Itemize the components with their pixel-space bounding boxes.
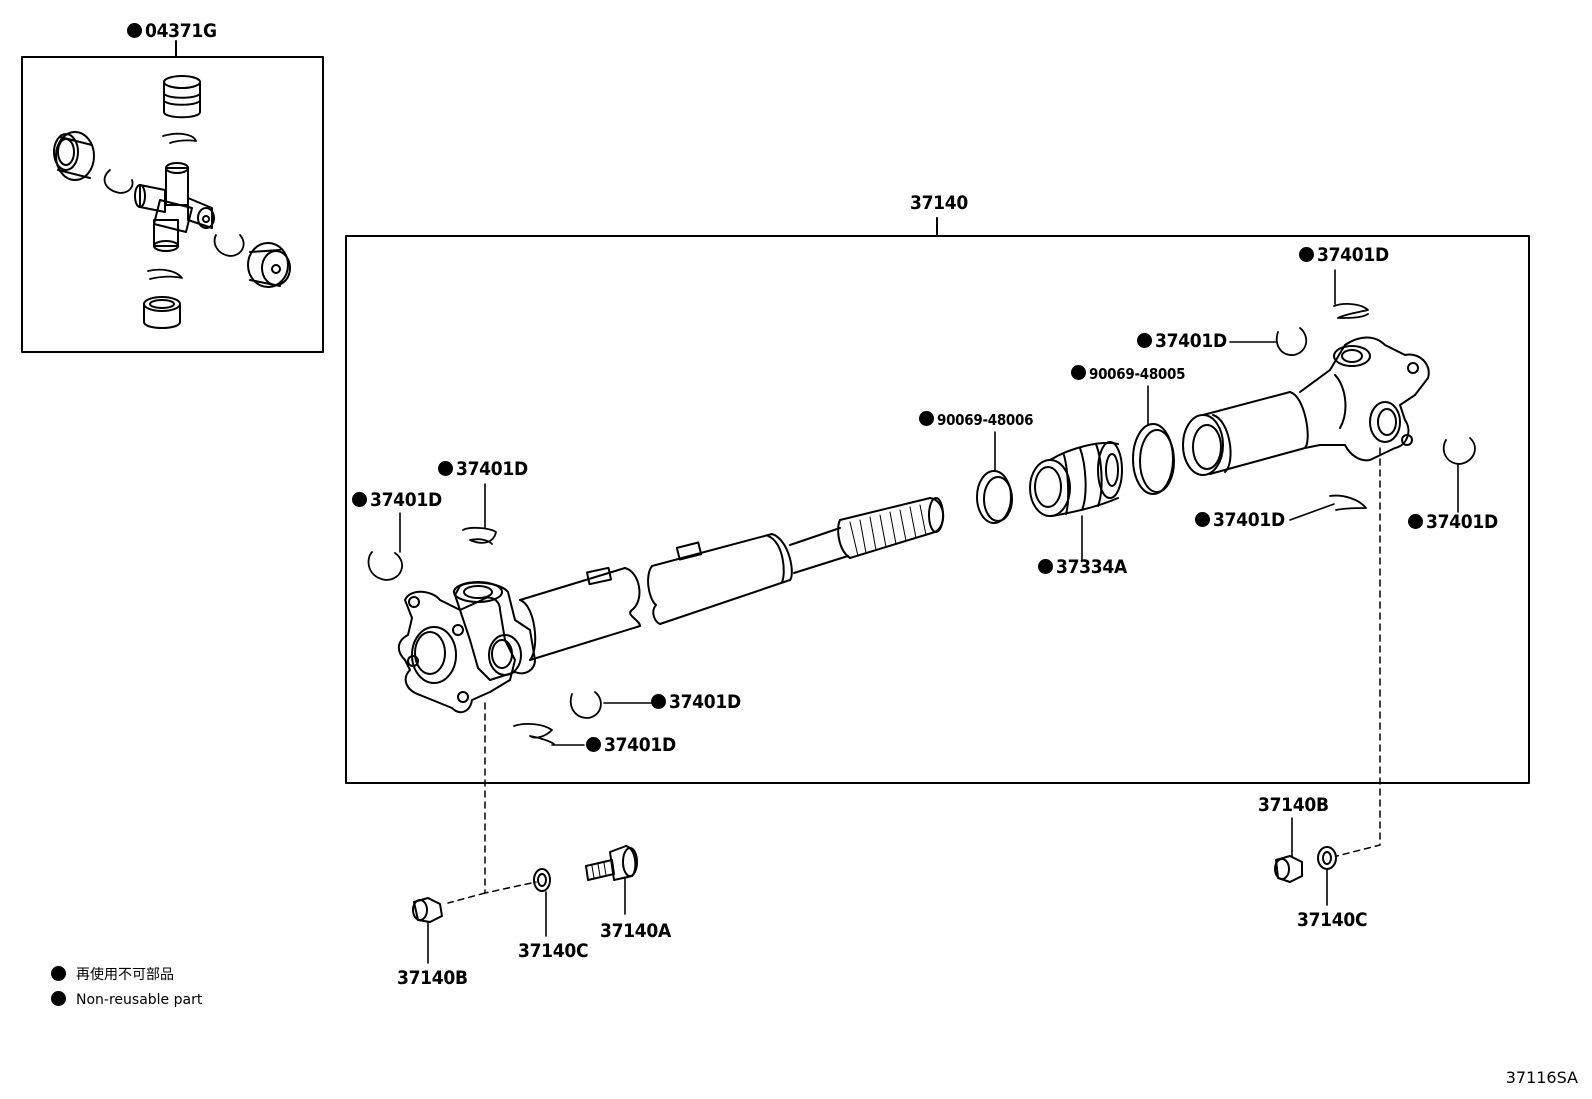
splined-shaft [647, 497, 945, 625]
non-reusable-dot-icon [919, 411, 934, 426]
non-reusable-dot-icon [438, 461, 453, 476]
non-reusable-dot-icon [51, 966, 66, 981]
dust-boot [1029, 441, 1123, 517]
boot-band-small [976, 470, 1013, 524]
kit-snap-rings [103, 132, 245, 280]
label-90069-48006: 90069-48006 [919, 411, 1034, 428]
non-reusable-dot-icon [1299, 247, 1314, 262]
label-37401D-top-right: 37401D [1299, 246, 1389, 265]
non-reusable-dot-icon [1137, 333, 1152, 348]
non-reusable-dot-icon [51, 991, 66, 1006]
diagram-code: 37116SA [1505, 1068, 1578, 1087]
label-90069-48005: 90069-48005 [1071, 365, 1186, 382]
label-37334A: 37334A [1038, 558, 1127, 577]
non-reusable-dot-icon [127, 23, 142, 38]
leader-lines [399, 269, 1459, 964]
label-37401D-bottom-mid: 37401D [651, 693, 741, 712]
label-37401D-right-lower: 37401D [1195, 511, 1285, 530]
label-37401D-right-outer: 37401D [1408, 513, 1498, 532]
label-37140: 37140 [910, 192, 968, 214]
right-hardware [1274, 846, 1337, 883]
non-reusable-dot-icon [1195, 512, 1210, 527]
non-reusable-dot-icon [352, 492, 367, 507]
label-04371G: 04371G [127, 22, 217, 41]
label-37140B-left: 37140B [397, 967, 468, 989]
non-reusable-dot-icon [1038, 559, 1053, 574]
boot-band-large [1132, 423, 1175, 495]
non-reusable-dot-icon [1071, 365, 1086, 380]
label-37140B-right: 37140B [1258, 794, 1329, 816]
left-hardware [412, 845, 638, 923]
label-37140C-right: 37140C [1297, 909, 1368, 931]
slip-yoke [1182, 336, 1430, 476]
label-37401D-bottom-left: 37401D [586, 736, 676, 755]
label-37140C-left: 37140C [518, 940, 589, 962]
alignment-dashed-lines [447, 447, 1381, 904]
label-37401D-left-outer: 37401D [352, 491, 442, 510]
universal-joint-kit-box [21, 40, 324, 353]
legend-english: Non-reusable part [51, 991, 202, 1007]
assembly-snap-rings [367, 303, 1476, 745]
bearing-cups [53, 75, 291, 329]
spider-cross [134, 162, 215, 252]
label-37401D-upper-mid: 37401D [1137, 332, 1227, 351]
non-reusable-dot-icon [1408, 514, 1423, 529]
front-tube [519, 566, 641, 661]
non-reusable-dot-icon [651, 694, 666, 709]
legend-japanese: 再使用不可部品 [51, 966, 174, 982]
non-reusable-dot-icon [586, 737, 601, 752]
label-37140A: 37140A [600, 920, 671, 942]
label-37401D-left-upper: 37401D [438, 460, 528, 479]
left-flange-yoke [397, 581, 536, 714]
assembly-box [345, 217, 1530, 784]
